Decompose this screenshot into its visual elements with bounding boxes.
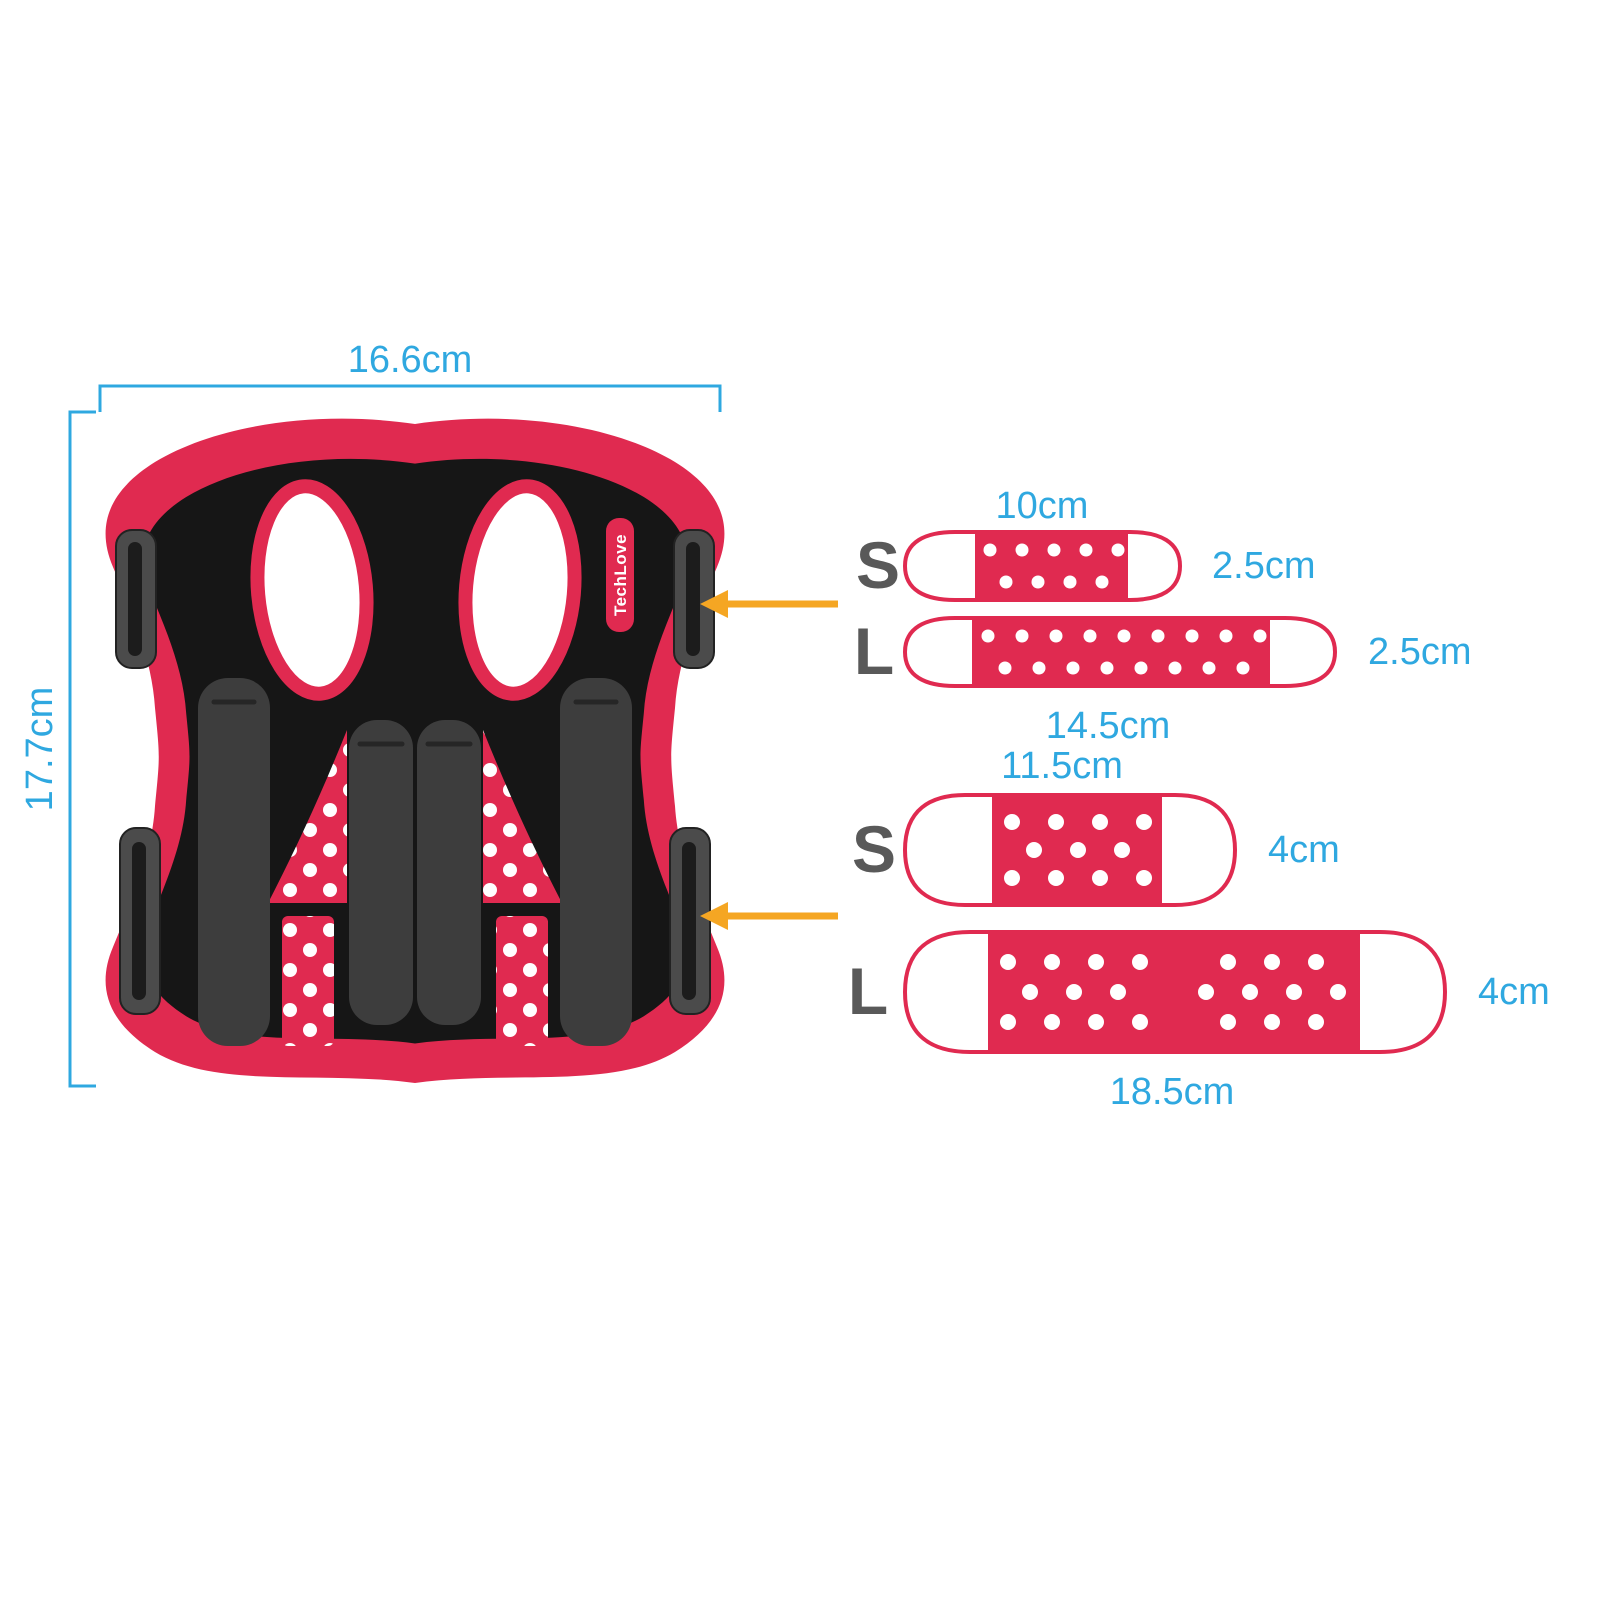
velcro-strip-left	[198, 678, 270, 1046]
slot-right-bottom-slit	[682, 842, 696, 1000]
brand-label: TechLove	[606, 518, 634, 632]
strap1-red-band	[975, 532, 1128, 600]
brand-label-tag	[606, 518, 634, 632]
strap2-red-band	[972, 618, 1270, 686]
slot-left-bottom-slit	[132, 842, 146, 1000]
arrow-bottom-strap	[700, 902, 838, 930]
strap2-polka-dots	[981, 629, 1267, 675]
strap2-size-label: L	[854, 614, 894, 688]
width-dimension-bracket	[98, 384, 722, 412]
oval-hole-left	[250, 479, 374, 701]
strap1-polka-dots	[983, 543, 1125, 589]
pad-height-label: 17.7cm	[19, 687, 61, 812]
arrow-bottom-head	[700, 902, 728, 930]
perforated-strip-right	[496, 916, 548, 1046]
strap3-polka-dots	[1004, 814, 1152, 886]
arrow-top-head	[700, 590, 728, 618]
strap2-width-label: 2.5cm	[1368, 631, 1471, 673]
pad-dimensions: 16.6cm 17.7cm	[19, 339, 722, 1088]
strap4-size-label: L	[848, 954, 888, 1028]
strap3-length-label: 11.5cm	[1001, 745, 1123, 787]
strap1-width-label: 2.5cm	[1212, 545, 1315, 587]
strap-s-wide: S 11.5cm 4cm	[852, 745, 1340, 907]
slot-right-top-slit	[686, 542, 700, 656]
perforated-panels	[268, 730, 562, 1046]
arrow-top-strap	[700, 590, 838, 618]
slot-left-top-slit	[128, 542, 142, 656]
strap1-size-label: S	[856, 528, 900, 602]
pad-width-label: 16.6cm	[348, 339, 473, 381]
perforated-strip-left	[282, 916, 334, 1046]
strap-l-thin: L 2.5cm 14.5cm	[854, 614, 1472, 747]
strap3-size-label: S	[852, 812, 896, 886]
perforated-triangle-right	[483, 730, 562, 903]
velcro-strip-right	[560, 678, 632, 1046]
strap4-length-label: 18.5cm	[1110, 1071, 1235, 1113]
height-dimension-bracket	[68, 410, 96, 1088]
oval-hole-right	[458, 479, 582, 701]
strap-s-thin: S 10cm 2.5cm	[856, 485, 1315, 602]
velcro-strip-middle-right	[417, 720, 481, 1025]
brand-label-text: TechLove	[611, 534, 630, 616]
strap1-length-label: 10cm	[996, 485, 1089, 527]
strap3-width-label: 4cm	[1268, 829, 1340, 871]
velcro-strip-middle-left	[349, 720, 413, 1025]
perforated-triangle-left	[268, 730, 347, 903]
strap4-width-label: 4cm	[1478, 971, 1550, 1013]
velcro-strips	[198, 678, 632, 1046]
strap4-red-band	[988, 932, 1360, 1052]
strap-l-wide: L 4cm 18.5cm	[848, 930, 1550, 1113]
pointer-arrows	[700, 590, 838, 930]
strap4-polka-dots	[1000, 954, 1346, 1030]
strap2-length-label: 14.5cm	[1046, 705, 1171, 747]
knee-pad: TechLove	[105, 418, 725, 1083]
strap-slots	[115, 529, 715, 1015]
